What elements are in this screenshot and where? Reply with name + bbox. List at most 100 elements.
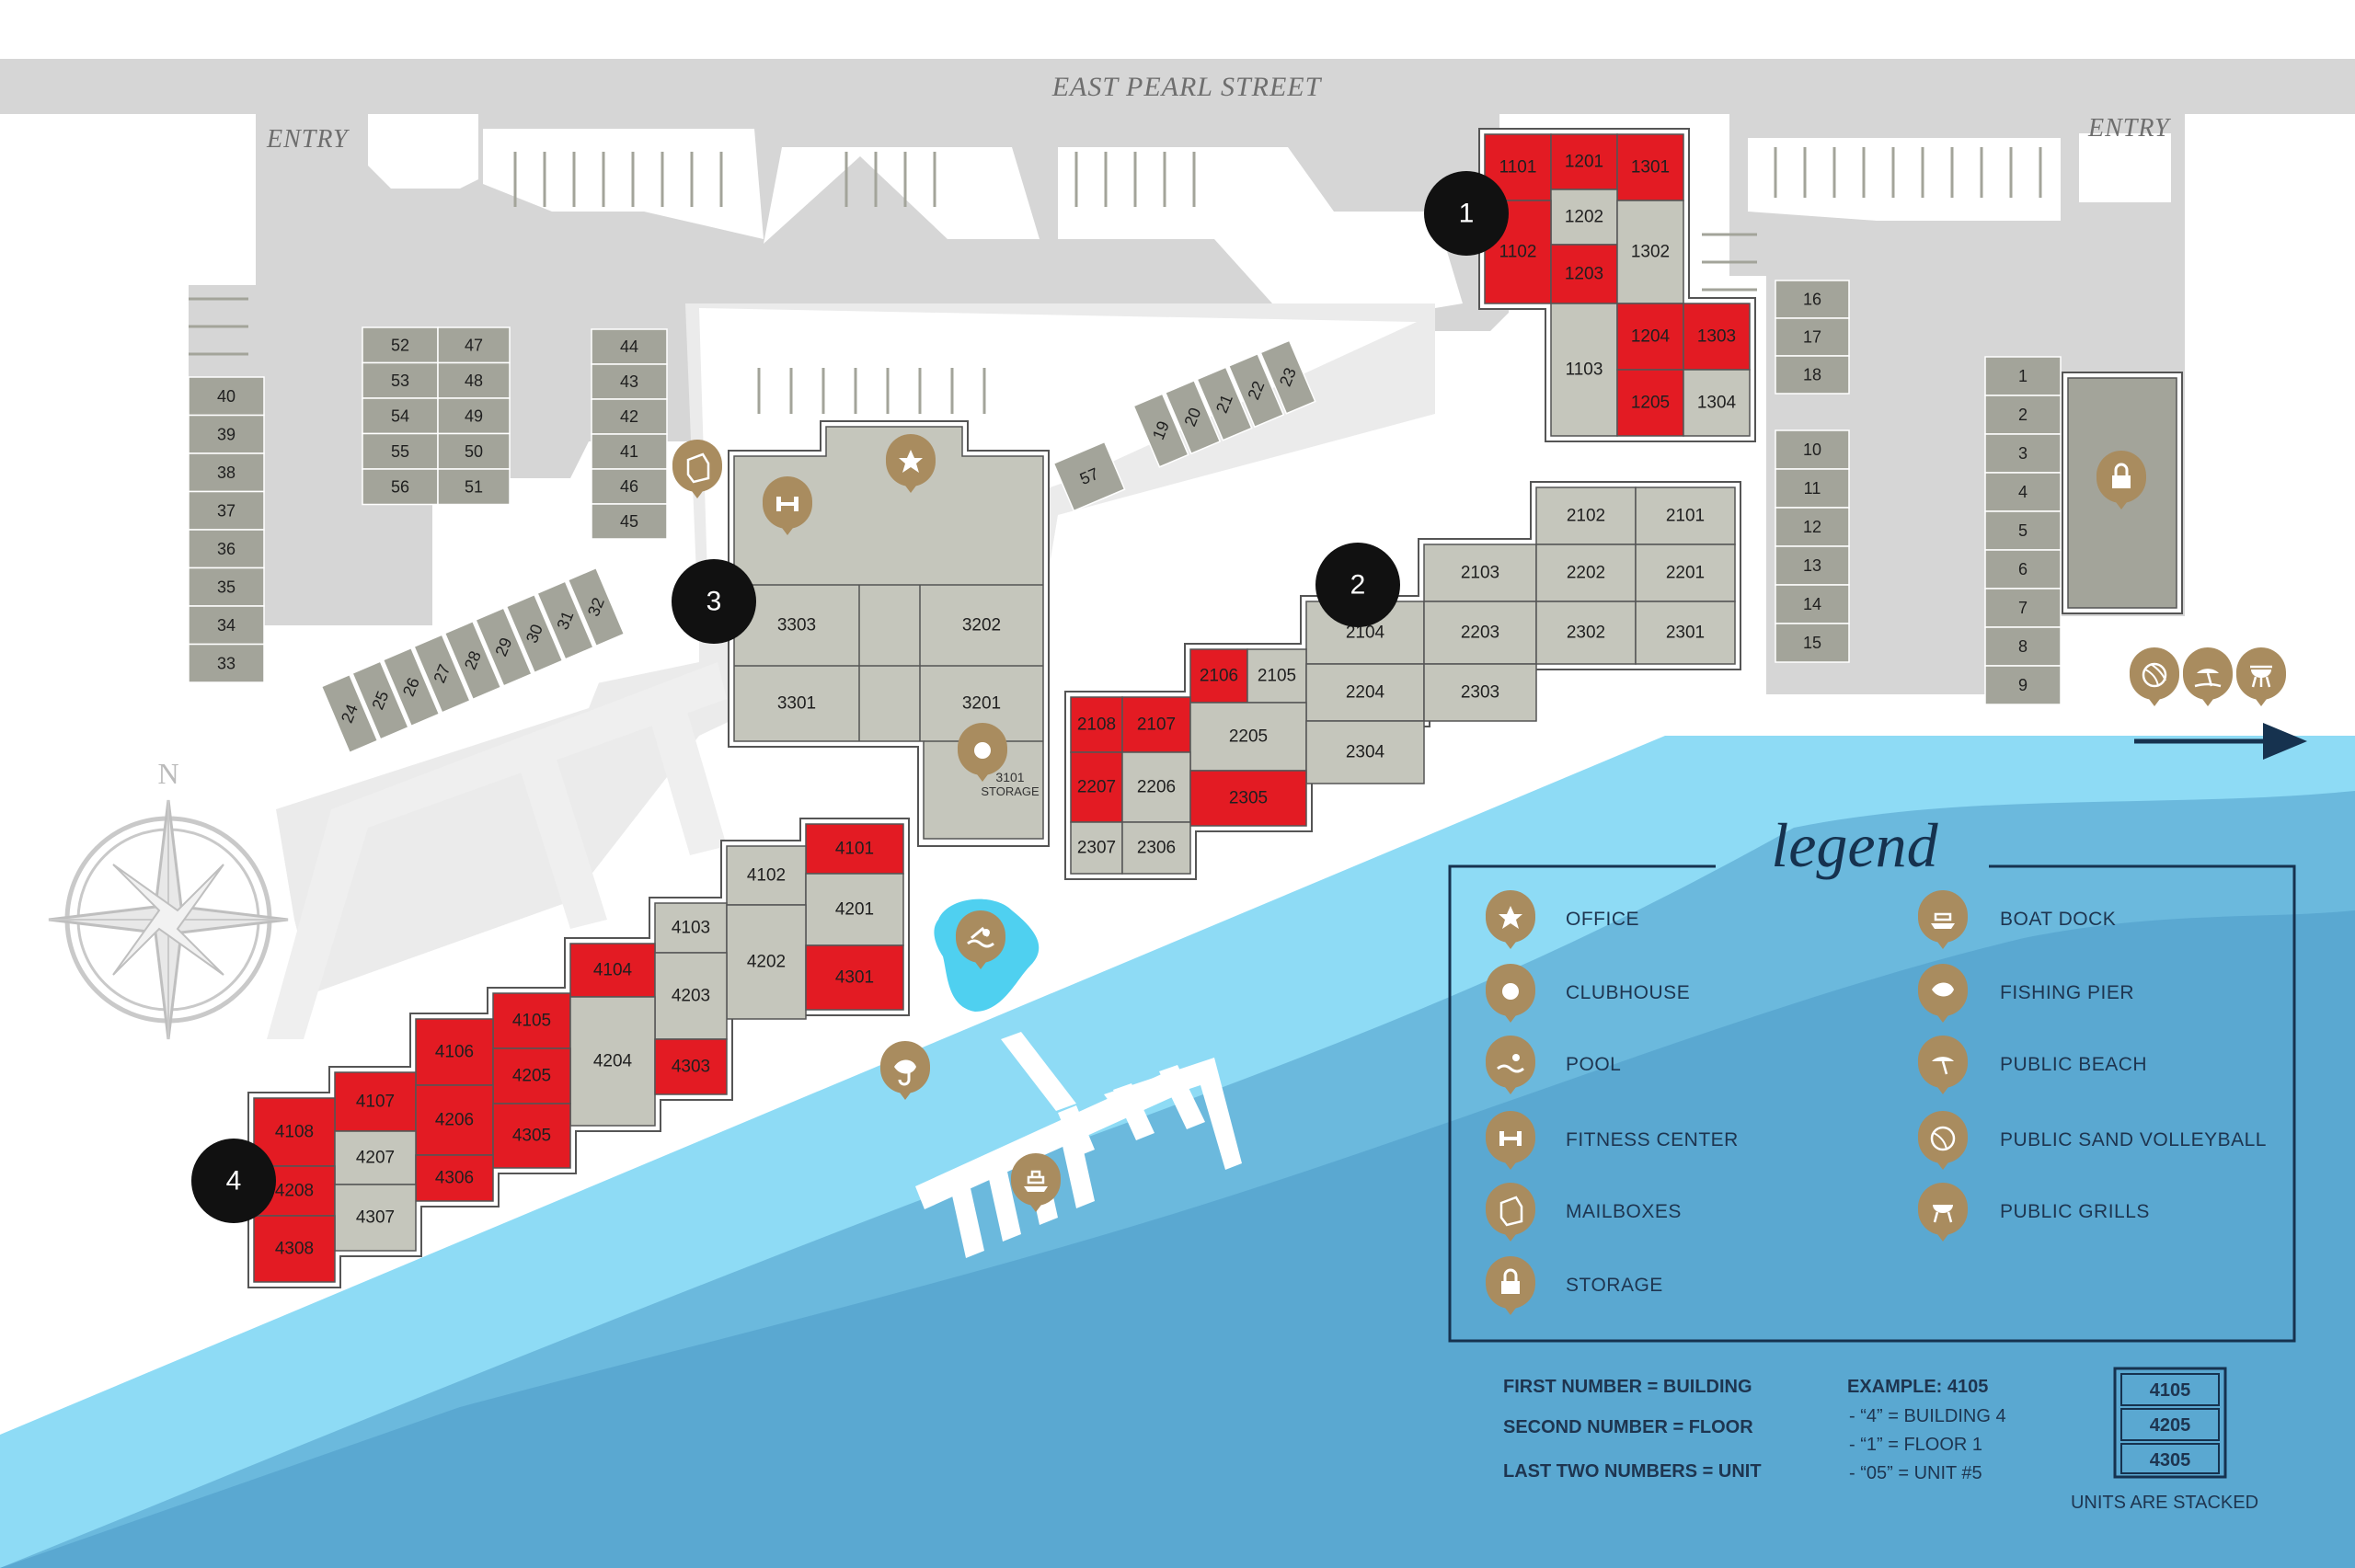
clubhouse-pin-icon[interactable] bbox=[957, 723, 1007, 782]
unit-2306[interactable]: 2306 bbox=[1121, 821, 1191, 875]
unit-2302[interactable]: 2302 bbox=[1535, 601, 1637, 665]
unit-3303[interactable]: 3303 bbox=[777, 616, 816, 635]
parking-space-28: 28 bbox=[443, 620, 502, 701]
parking-space-53: 53 bbox=[362, 361, 439, 399]
unit-1205[interactable]: 1205 bbox=[1616, 369, 1684, 437]
unit-2108[interactable]: 2108 bbox=[1070, 696, 1123, 753]
boat-dock-pin-icon[interactable] bbox=[1010, 1153, 1061, 1212]
legend-item: PUBLIC GRILLS bbox=[1917, 1183, 2149, 1242]
unit-4208[interactable]: 4208 bbox=[253, 1165, 336, 1217]
svg-text:43: 43 bbox=[620, 372, 638, 391]
unit-2205[interactable]: 2205 bbox=[1189, 702, 1307, 772]
stack-unit-top: 4105 bbox=[2150, 1380, 2191, 1401]
legend-item: STORAGE bbox=[1485, 1256, 1662, 1315]
unit-label: 2207 bbox=[1077, 778, 1116, 797]
unit-4305[interactable]: 4305 bbox=[492, 1103, 571, 1169]
unit-label: 3201 bbox=[962, 694, 1001, 714]
unit-4202[interactable]: 4202 bbox=[726, 904, 807, 1020]
parking-space-10: 10 bbox=[1775, 429, 1850, 470]
parking-space-11: 11 bbox=[1775, 468, 1850, 509]
unit-label: 3202 bbox=[962, 616, 1001, 635]
unit-1303[interactable]: 1303 bbox=[1683, 303, 1751, 371]
unit-1201[interactable]: 1201 bbox=[1550, 133, 1618, 190]
unit-2206[interactable]: 2206 bbox=[1121, 751, 1191, 823]
unit-4301[interactable]: 4301 bbox=[805, 944, 904, 1011]
unit-4105[interactable]: 4105 bbox=[492, 992, 571, 1049]
example-title: EXAMPLE: 4105 bbox=[1847, 1377, 1988, 1397]
unit-4102[interactable]: 4102 bbox=[726, 845, 807, 906]
unit-2107[interactable]: 2107 bbox=[1121, 696, 1191, 753]
unit-4201[interactable]: 4201 bbox=[805, 873, 904, 946]
unit-4307[interactable]: 4307 bbox=[334, 1184, 417, 1252]
unit-3202[interactable]: 3202 bbox=[962, 616, 1001, 635]
unit-4104[interactable]: 4104 bbox=[569, 943, 656, 998]
svg-text:37: 37 bbox=[217, 501, 236, 520]
parking-space-40: 40 bbox=[188, 376, 265, 417]
unit-4308[interactable]: 4308 bbox=[253, 1215, 336, 1283]
unit-2207[interactable]: 2207 bbox=[1070, 751, 1123, 823]
unit-2105[interactable]: 2105 bbox=[1246, 648, 1307, 704]
storage-pin-icon[interactable] bbox=[2096, 451, 2146, 509]
unit-2103[interactable]: 2103 bbox=[1423, 544, 1537, 602]
unit-4206[interactable]: 4206 bbox=[415, 1084, 494, 1156]
unit-1304[interactable]: 1304 bbox=[1683, 369, 1751, 437]
svg-text:3: 3 bbox=[706, 587, 722, 617]
unit-4108[interactable]: 4108 bbox=[253, 1097, 336, 1167]
volleyball-pin-icon[interactable] bbox=[2129, 647, 2179, 706]
unit-2101[interactable]: 2101 bbox=[1635, 486, 1736, 545]
unit-1204[interactable]: 1204 bbox=[1616, 303, 1684, 371]
unit-4106[interactable]: 4106 bbox=[415, 1018, 494, 1086]
parking-space-25: 25 bbox=[351, 660, 409, 740]
fitness-pin-icon[interactable] bbox=[762, 476, 812, 535]
unit-label: 2101 bbox=[1666, 507, 1705, 526]
mailbox-pin-icon[interactable] bbox=[672, 440, 722, 498]
unit-2102[interactable]: 2102 bbox=[1535, 486, 1637, 545]
unit-2305[interactable]: 2305 bbox=[1189, 770, 1307, 827]
svg-text:53: 53 bbox=[391, 372, 409, 390]
svg-text:4: 4 bbox=[2018, 483, 2028, 501]
pool-pin-icon[interactable] bbox=[955, 910, 1005, 969]
unit-2301[interactable]: 2301 bbox=[1635, 601, 1736, 665]
fishing-pier-pin-icon[interactable] bbox=[879, 1041, 930, 1100]
unit-label: 4102 bbox=[747, 866, 786, 886]
unit-4203[interactable]: 4203 bbox=[654, 952, 728, 1040]
unit-3201[interactable]: 3201 bbox=[962, 694, 1001, 714]
unit-2304[interactable]: 2304 bbox=[1305, 720, 1425, 784]
unit-1302[interactable]: 1302 bbox=[1616, 200, 1684, 304]
unit-4204[interactable]: 4204 bbox=[569, 996, 656, 1127]
unit-4107[interactable]: 4107 bbox=[334, 1071, 417, 1132]
grill-pin-icon[interactable] bbox=[2235, 647, 2286, 706]
unit-2307[interactable]: 2307 bbox=[1070, 821, 1123, 875]
svg-text:18: 18 bbox=[1803, 366, 1821, 384]
unit-2303[interactable]: 2303 bbox=[1423, 663, 1537, 722]
unit-label: 1301 bbox=[1631, 158, 1670, 177]
unit-2202[interactable]: 2202 bbox=[1535, 544, 1637, 602]
unit-4205[interactable]: 4205 bbox=[492, 1047, 571, 1104]
unit-label: 4303 bbox=[672, 1058, 710, 1077]
unit-1203[interactable]: 1203 bbox=[1550, 244, 1618, 304]
unit-2203[interactable]: 2203 bbox=[1423, 601, 1537, 665]
svg-text:47: 47 bbox=[465, 336, 483, 354]
unit-2204[interactable]: 2204 bbox=[1305, 663, 1425, 722]
unit-1202[interactable]: 1202 bbox=[1550, 189, 1618, 246]
unit-1301[interactable]: 1301 bbox=[1616, 133, 1684, 201]
unit-4207[interactable]: 4207 bbox=[334, 1130, 417, 1185]
parking-space-37: 37 bbox=[188, 490, 265, 531]
unit-1102[interactable]: 1102 bbox=[1484, 200, 1552, 304]
legend-label: BOAT DOCK bbox=[2000, 909, 2116, 930]
unit-4101[interactable]: 4101 bbox=[805, 823, 904, 875]
office-pin-icon[interactable] bbox=[885, 434, 936, 493]
unit-3301[interactable]: 3301 bbox=[777, 694, 816, 714]
beach-pin-icon[interactable] bbox=[2182, 647, 2233, 706]
storage-unit-number: 3101 bbox=[995, 770, 1024, 784]
parking-space-46: 46 bbox=[591, 468, 668, 505]
unit-2201[interactable]: 2201 bbox=[1635, 544, 1736, 602]
unit-2106[interactable]: 2106 bbox=[1189, 648, 1248, 704]
unit-4103[interactable]: 4103 bbox=[654, 902, 728, 954]
svg-text:44: 44 bbox=[620, 338, 638, 356]
storage-unit-label: STORAGE bbox=[981, 784, 1040, 798]
unit-4303[interactable]: 4303 bbox=[654, 1038, 728, 1095]
unit-label: 2303 bbox=[1461, 683, 1499, 703]
unit-1103[interactable]: 1103 bbox=[1550, 303, 1618, 437]
unit-4306[interactable]: 4306 bbox=[415, 1154, 494, 1202]
